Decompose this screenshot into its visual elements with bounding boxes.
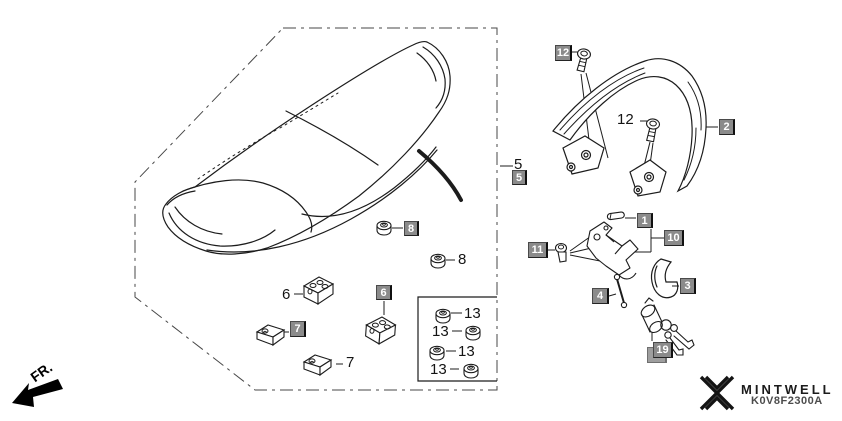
boundary-dashed-box xyxy=(134,27,498,391)
grommet-8-right-icon xyxy=(430,253,446,269)
ref-badge-3: 3 xyxy=(680,278,696,294)
rod-part-4-icon xyxy=(613,273,628,309)
ref-badge-4: 4 xyxy=(592,288,609,304)
front-direction-arrow xyxy=(12,379,63,407)
grommet-13-b-icon xyxy=(465,325,481,341)
grommet-13-c-icon xyxy=(429,345,445,361)
ref-badge-19: 19 xyxy=(653,342,673,358)
ref-badge-5: 5 xyxy=(512,170,527,185)
block-6-right-icon xyxy=(364,315,397,346)
diagram-code: K0V8F2300A xyxy=(751,395,823,407)
ref-badge-10: 10 xyxy=(664,230,684,246)
grommet-box xyxy=(417,296,497,382)
ref-badge-11: 11 xyxy=(528,242,548,258)
ref-label-7: 7 xyxy=(346,354,355,371)
ref-label-8: 8 xyxy=(458,251,467,268)
bolt-12-lower-icon xyxy=(643,117,661,143)
brand-name: MINTWELL xyxy=(741,382,834,397)
grommet-13-a-icon xyxy=(435,308,451,324)
ref-label-13-d: 13 xyxy=(430,361,447,378)
ref-label-5: 5 xyxy=(514,156,523,173)
ref-label-13-a: 13 xyxy=(464,305,481,322)
ref-label-6: 6 xyxy=(282,286,291,303)
flange-bolt-part-11-icon xyxy=(554,242,568,263)
mintwell-logo-icon xyxy=(699,375,735,411)
pin-part-1-icon xyxy=(606,211,625,221)
seat-illustration xyxy=(162,41,463,255)
ref-badge-8: 8 xyxy=(404,221,419,236)
ref-label-13-b: 13 xyxy=(432,323,449,340)
ref-label-12: 12 xyxy=(617,111,634,128)
block-7-left-icon xyxy=(256,324,285,346)
ref-badge-2: 2 xyxy=(719,119,735,135)
grommet-13-d-icon xyxy=(463,363,479,379)
block-6-left-icon xyxy=(303,276,334,305)
ref-badge-1: 1 xyxy=(637,213,653,228)
seat-lock-bracket-illustration xyxy=(586,221,639,280)
block-7-bottom-icon xyxy=(303,354,332,376)
clip-part-3-icon xyxy=(650,258,679,299)
ref-badge-7: 7 xyxy=(290,321,306,337)
grab-rail-illustration xyxy=(552,58,707,197)
grommet-8-left-icon xyxy=(376,220,392,236)
ref-badge-6: 6 xyxy=(376,285,392,300)
ref-badge-12: 12 xyxy=(555,45,572,61)
ref-label-13-c: 13 xyxy=(458,343,475,360)
